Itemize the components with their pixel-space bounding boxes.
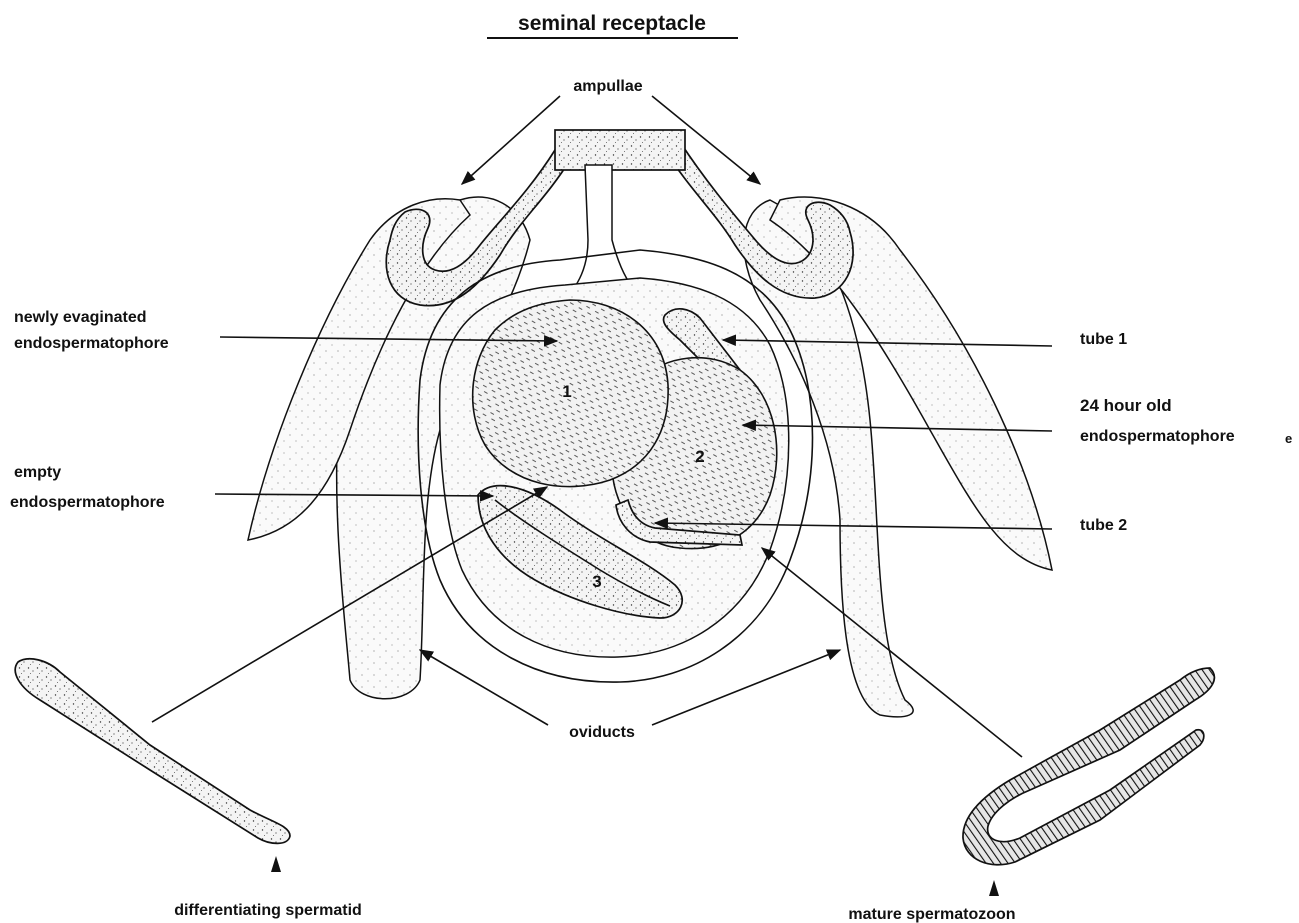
central-duct-top [555,130,685,170]
label-24-hour-line1: 24 hour old [1080,396,1172,415]
number-2: 2 [695,447,704,466]
label-tube-1: tube 1 [1080,331,1127,348]
diagram-title: seminal receptacle [518,12,706,35]
label-24-hour-line2: endospermatophore [1080,428,1235,445]
differentiating-spermatid [15,659,290,844]
spermatid-pointer [271,856,281,872]
label-newly-evaginated-line2: endospermatophore [14,335,169,352]
label-tube-2: tube 2 [1080,517,1127,534]
mature-spermatozoon [963,668,1214,865]
label-stray-e: e [1285,431,1292,446]
label-ampullae: ampullae [573,78,642,95]
label-empty-line1: empty [14,464,61,481]
spermatozoon-leader [762,548,1022,757]
oviducts-pointer-right [652,650,840,725]
label-differentiating-spermatid: differentiating spermatid [174,902,362,919]
label-oviducts: oviducts [569,724,635,741]
number-1: 1 [562,382,571,401]
label-empty-line2: endospermatophore [10,494,165,511]
number-3: 3 [592,572,601,591]
label-newly-evaginated-line1: newly evaginated [14,309,147,326]
spermatozoon-pointer [989,880,999,896]
oviducts-pointer-left [420,650,548,725]
label-mature-spermatozoon: mature spermatozoon [848,906,1015,923]
